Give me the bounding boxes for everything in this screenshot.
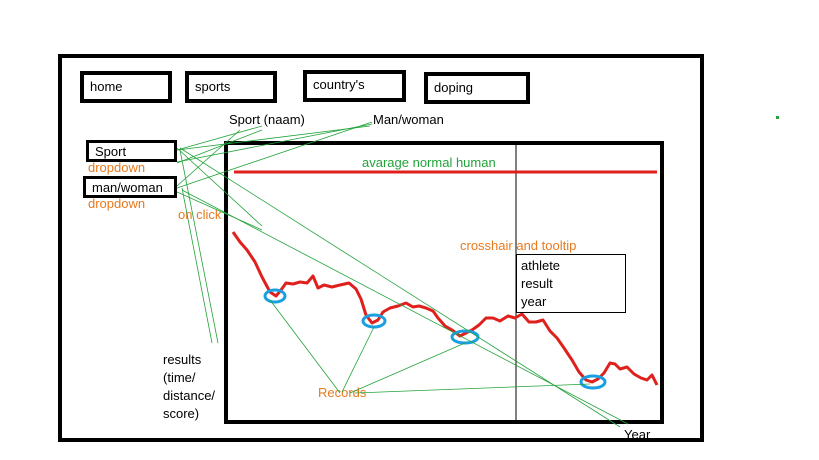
- results-line-1: results: [163, 352, 202, 367]
- nav-countries-button[interactable]: country's: [303, 70, 406, 102]
- tooltip-athlete: athlete: [521, 258, 561, 273]
- record-marker[interactable]: [263, 288, 287, 304]
- results-line-4: score): [163, 406, 200, 421]
- on-click-annotation: on click: [178, 207, 222, 222]
- tooltip-year: year: [521, 294, 547, 309]
- gender-annotation: Man/woman: [373, 112, 444, 127]
- records-annotation: Records: [318, 385, 367, 400]
- crosshair-annotation: crosshair and tooltip: [460, 238, 577, 253]
- tooltip-result: result: [521, 276, 553, 291]
- sport-name-annotation: Sport (naam): [229, 112, 305, 127]
- chart-area: [224, 141, 664, 424]
- results-line-2: (time/: [163, 370, 196, 385]
- chart-tooltip: athlete result year: [516, 254, 626, 313]
- gender-dropdown-hint: dropdown: [88, 196, 146, 211]
- nav-sports-button[interactable]: sports: [185, 71, 277, 103]
- year-axis-label: Year: [624, 427, 651, 442]
- record-marker[interactable]: [579, 374, 607, 390]
- results-line-3: distance/: [163, 388, 216, 403]
- results-line: [231, 231, 659, 386]
- results-axis-label: results (time/ distance/ score): [163, 351, 215, 423]
- stray-mark: [776, 116, 779, 119]
- sport-dropdown[interactable]: Sport: [86, 140, 177, 162]
- nav-doping-button[interactable]: doping: [424, 72, 530, 104]
- nav-home-button[interactable]: home: [80, 71, 172, 103]
- gender-dropdown[interactable]: man/woman: [83, 176, 177, 198]
- average-line-label: avarage normal human: [362, 155, 496, 170]
- app-frame: [58, 54, 704, 442]
- annotation-lines: [176, 121, 629, 428]
- sport-dropdown-hint: dropdown: [88, 160, 146, 175]
